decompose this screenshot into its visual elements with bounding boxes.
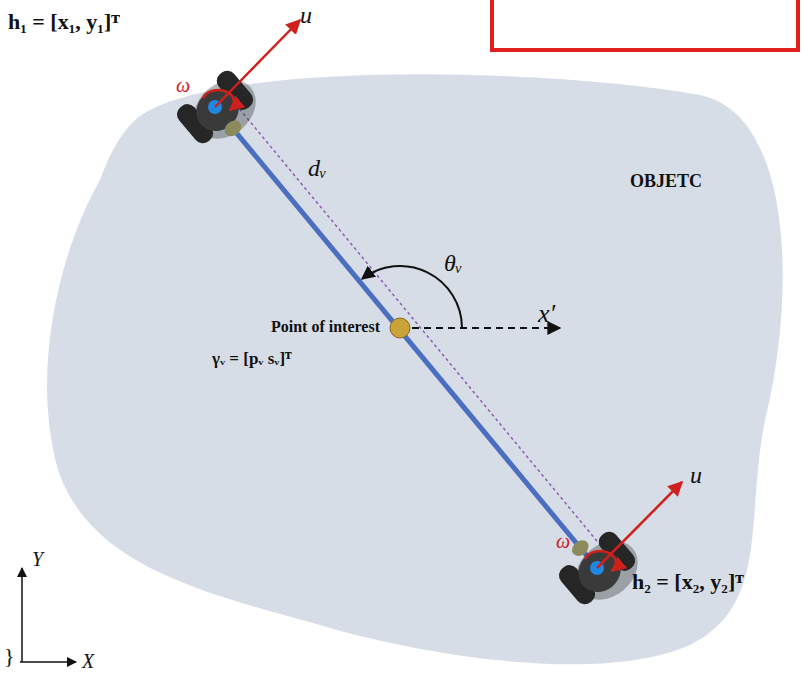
position-label: h₁ = [x₁, y₁]ᵀ: [8, 10, 120, 34]
robot-1: [173, 64, 268, 157]
velocity-arrow: [215, 20, 300, 107]
interest-point: [390, 318, 410, 338]
object-blob: [47, 74, 783, 664]
velocity-label: u: [300, 2, 312, 28]
axis-label: x′: [538, 300, 555, 329]
rotation-arrow: [203, 90, 234, 110]
pose-label: γᵥ = [pᵥ sᵥ]ᵀ: [212, 350, 292, 369]
rotation-arrow: [585, 551, 616, 571]
rotation-label: ω: [556, 530, 570, 552]
rotation-label: ω: [176, 74, 190, 96]
axis-name: X: [82, 650, 94, 672]
rigid-link: [215, 107, 597, 568]
position-label: h₂ = [x₂, y₂]ᵀ: [632, 570, 744, 594]
distance-line: [228, 95, 606, 552]
distance-label: dᵥ: [308, 155, 327, 181]
velocity-label: u: [690, 462, 702, 488]
reference-axis: [412, 327, 560, 329]
x-axis: [20, 661, 76, 663]
velocity-arrow: [597, 482, 682, 568]
angle-label: θᵥ: [444, 250, 463, 276]
axis-name: Y: [32, 548, 43, 570]
object-label: OBJETC: [630, 172, 702, 192]
point-label: Point of interest: [271, 318, 380, 336]
y-axis: [21, 568, 23, 662]
frame-brace: }: [4, 644, 15, 668]
red-frame: [492, 0, 798, 50]
